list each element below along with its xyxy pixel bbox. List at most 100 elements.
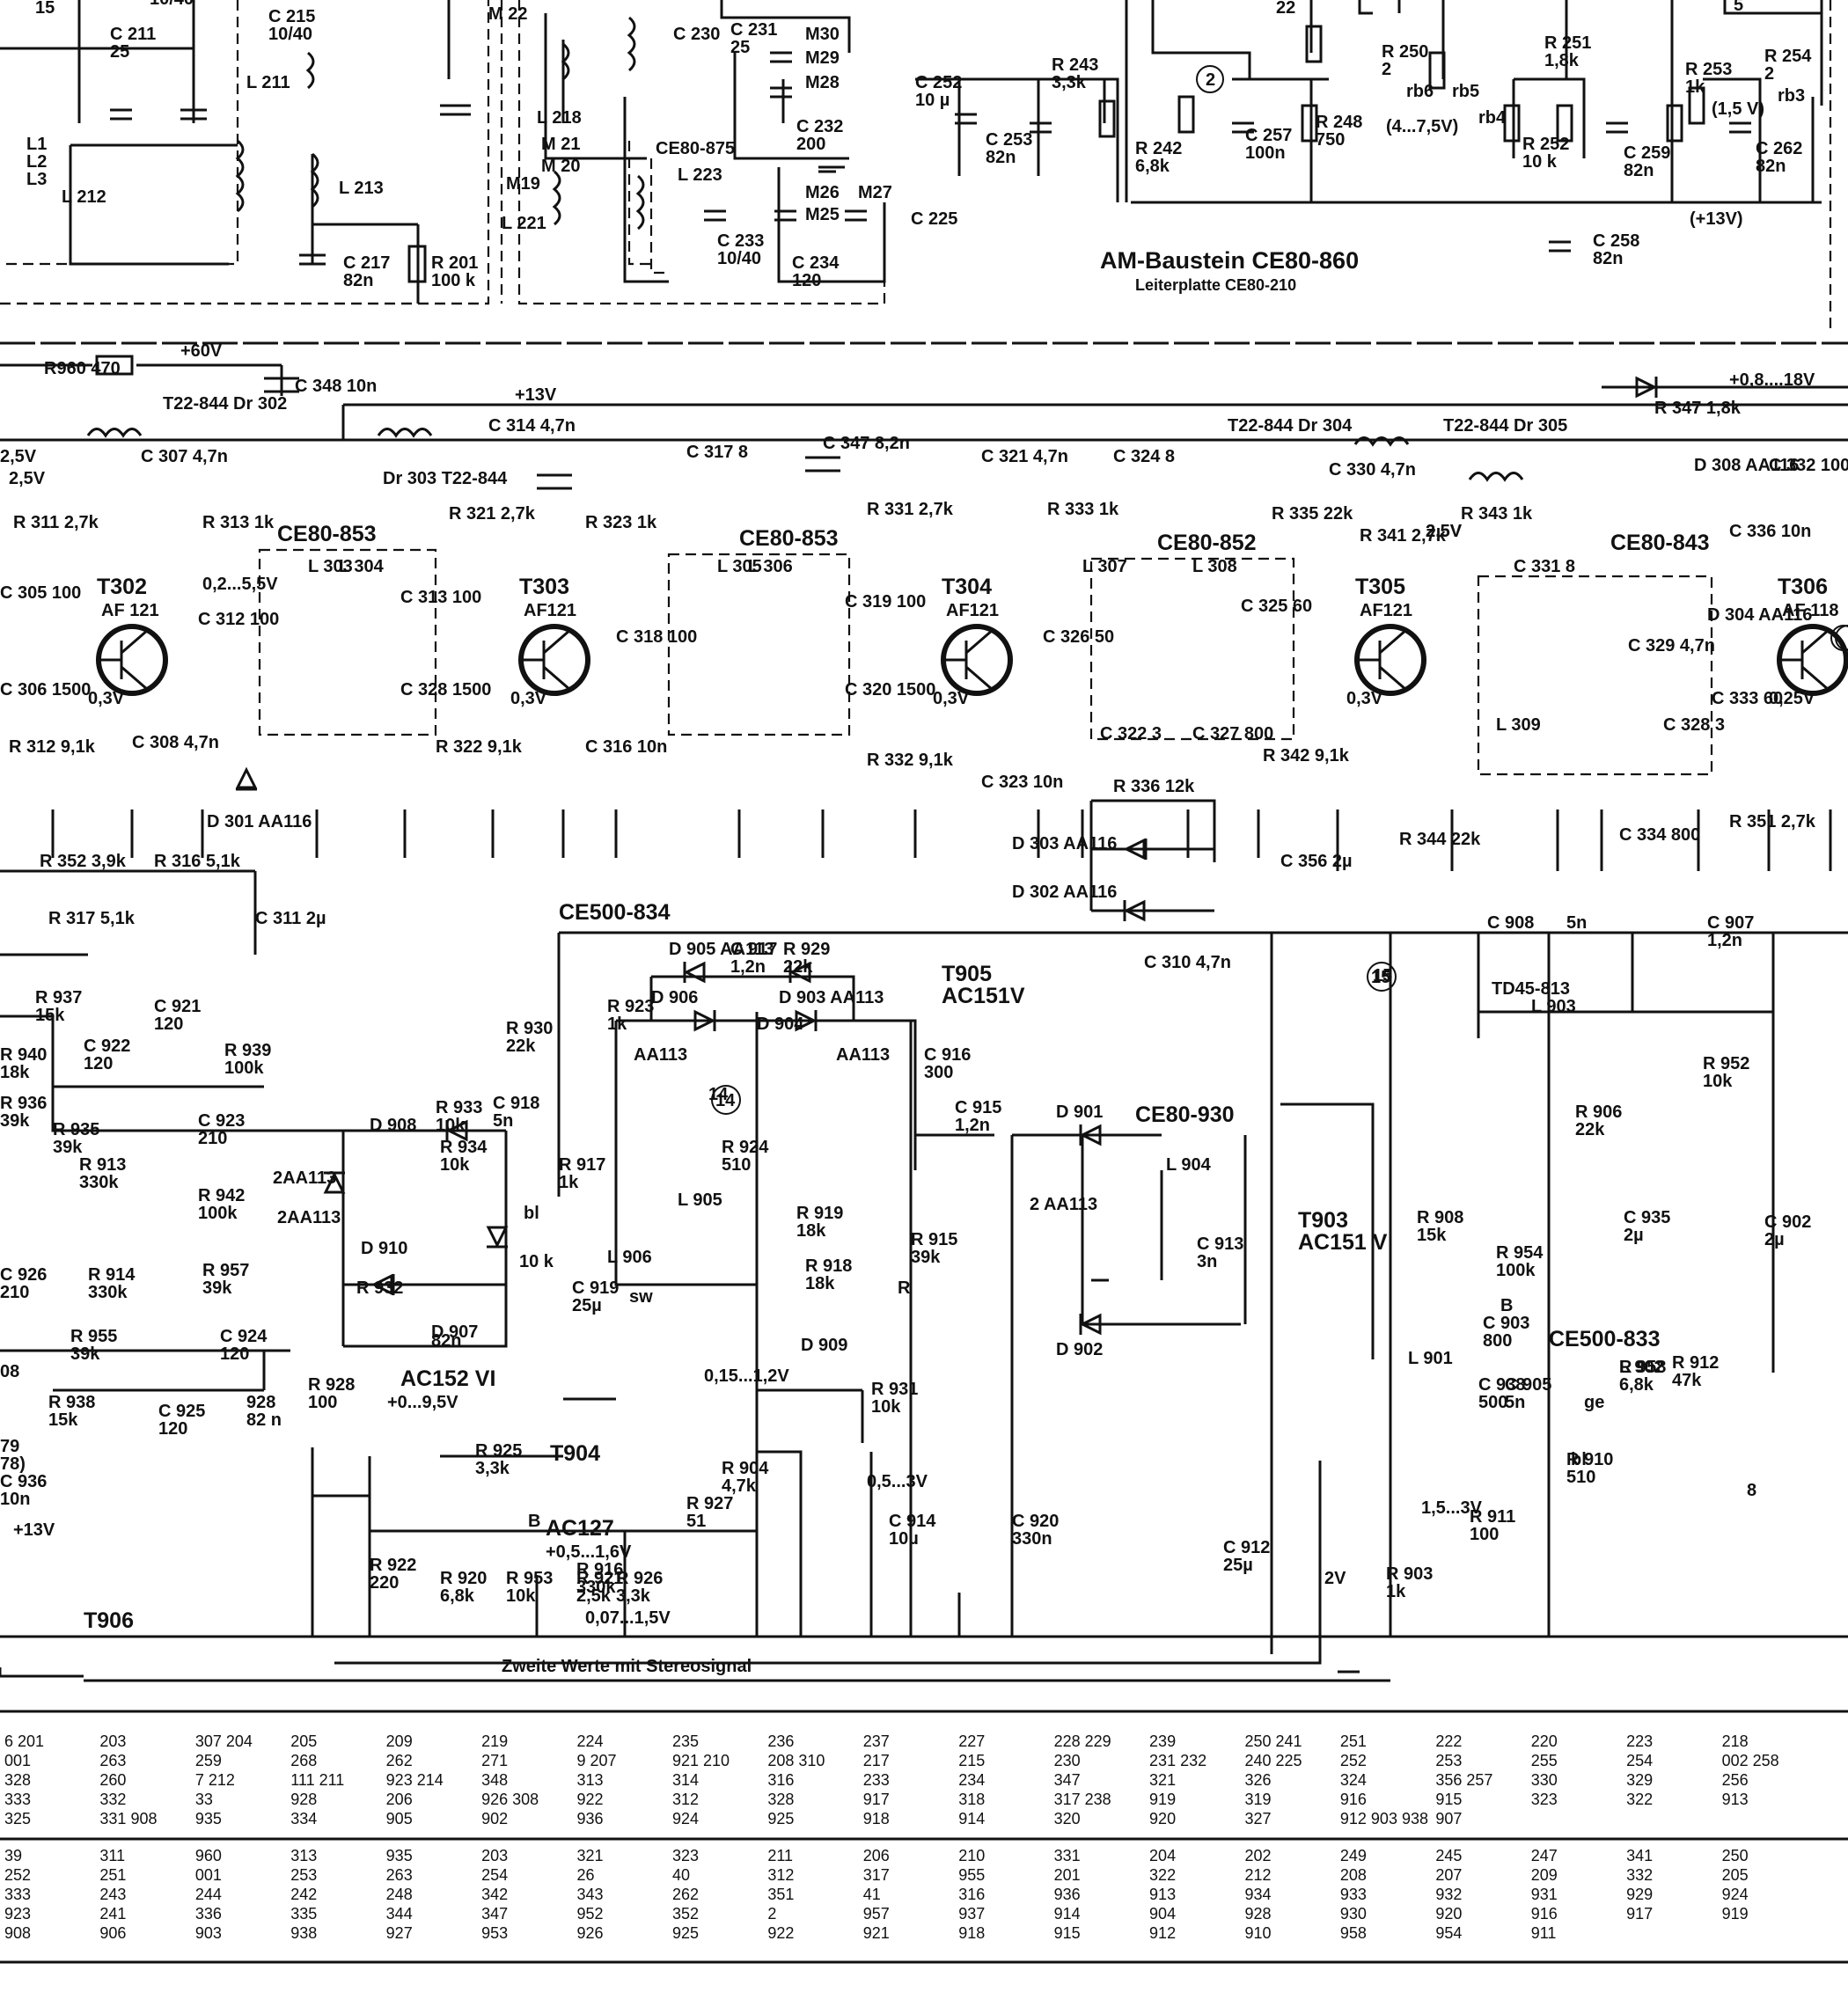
- demod-component-label: 800: [1483, 1331, 1512, 1351]
- position-table-cell: 313: [577, 1771, 604, 1789]
- demod-component-label: R 904: [722, 1459, 769, 1478]
- demod-component-label: C 936: [0, 1472, 47, 1491]
- position-table-cell: 234: [958, 1771, 985, 1789]
- position-table-cell: 958: [1340, 1924, 1367, 1942]
- transistor-bias: 0,3V: [1346, 689, 1383, 708]
- demod-component-label: 10k: [1703, 1072, 1733, 1091]
- demod-component-label: T905: [942, 962, 992, 986]
- demod-component-label: R 930: [506, 1019, 553, 1038]
- demod-component-label: C 907: [1707, 913, 1754, 933]
- position-table-cell: 6 201: [4, 1732, 44, 1750]
- position-table-cell: 907: [1435, 1810, 1462, 1828]
- if-component-label: C 313 100: [400, 588, 481, 607]
- am-component-label: L 212: [62, 187, 106, 207]
- demod-component-label: 2AA113: [277, 1208, 341, 1227]
- demod-component-label: 18k: [796, 1221, 826, 1241]
- supply-voltage: +0,8....18V: [1729, 370, 1815, 390]
- position-table-cell: 260: [99, 1771, 126, 1789]
- demod-component-label: 2,5k: [576, 1586, 612, 1606]
- am-component-label: 5: [1734, 0, 1743, 15]
- if-component-label: D 304 AA116: [1707, 605, 1812, 625]
- if-component-label: T22-844 Dr 302: [163, 394, 287, 414]
- demod-component-label: 2µ: [1764, 1230, 1785, 1249]
- am-component-label: 200: [796, 135, 825, 154]
- demod-component-label: C 912: [1223, 1538, 1270, 1557]
- position-table-cell: 952: [577, 1905, 604, 1923]
- demod-component-label: 120: [158, 1419, 187, 1439]
- position-table-cell: 328: [767, 1791, 794, 1808]
- demod-component-label: +0,5...1,6V: [546, 1542, 632, 1562]
- demod-component-label: 78): [0, 1454, 26, 1474]
- demod-component-label: R 912: [1672, 1353, 1719, 1373]
- if-component-label: R 316 5,1k: [154, 852, 241, 871]
- demod-component-label: 330k: [576, 1578, 616, 1597]
- demod-component-label: R 942: [198, 1186, 245, 1205]
- transistor-ref: T302: [97, 575, 147, 599]
- position-table-cell: 918: [958, 1924, 985, 1942]
- demod-component-label: R 923: [607, 997, 654, 1016]
- position-table-cell: 312: [767, 1866, 794, 1884]
- position-table-cell: 922: [767, 1924, 794, 1942]
- position-table-cell: 919: [1149, 1791, 1176, 1808]
- supply-voltage: +60V: [180, 341, 223, 361]
- position-table-cell: 255: [1531, 1752, 1558, 1769]
- demod-component-label: 6,8k: [440, 1586, 475, 1606]
- demod-component-label: AC151 V: [1298, 1230, 1388, 1255]
- am-component-label: M29: [805, 48, 840, 68]
- demod-component-label: bl: [1571, 1450, 1587, 1469]
- if-component-label: R 352 3,9k: [40, 852, 127, 871]
- demod-component-label: D 907: [431, 1322, 478, 1342]
- demod-component-label: CE500-833: [1549, 1327, 1660, 1351]
- am-component-label: C 215: [268, 7, 315, 26]
- if-component-label: C 328 3: [1663, 715, 1725, 735]
- position-table-cell: 7 212: [195, 1771, 235, 1789]
- position-table-cell: 321: [1149, 1771, 1176, 1789]
- demod-component-label: R 914: [88, 1265, 136, 1285]
- if-component-label: C 322 3: [1100, 724, 1162, 743]
- demod-block: 15 14: [0, 625, 1848, 1682]
- position-table-cell: 922: [577, 1791, 604, 1808]
- position-table-cell: 204: [1149, 1847, 1176, 1864]
- position-table-cell: 209: [386, 1732, 413, 1750]
- demod-component-label: 14: [708, 1085, 729, 1104]
- position-table-cell: 251: [1340, 1732, 1367, 1750]
- demod-component-label: C 921: [154, 997, 201, 1016]
- demod-component-label: T903: [1298, 1208, 1348, 1233]
- position-table-cell: 936: [577, 1810, 604, 1828]
- if-component-label: L 305: [717, 557, 762, 576]
- position-table-cell: 336: [195, 1905, 222, 1923]
- if-component-label: C 314 4,7n: [488, 416, 576, 436]
- demod-component-label: 22k: [783, 957, 813, 977]
- demod-component-label: 0,5...3V: [867, 1472, 928, 1491]
- demod-component-label: R 920: [440, 1569, 487, 1588]
- position-table-cell: 263: [99, 1752, 126, 1769]
- demod-component-label: R 929: [783, 940, 830, 959]
- position-table-cell: 311: [99, 1847, 125, 1864]
- demod-component-label: CE500-834: [559, 900, 671, 925]
- position-table-cell: 212: [1244, 1866, 1271, 1884]
- if-component-label: C 333 60: [1712, 689, 1783, 708]
- position-table-cell: 251: [99, 1866, 126, 1884]
- demod-component-label: 22k: [506, 1036, 536, 1056]
- demod-component-label: R 933: [436, 1098, 482, 1117]
- demod-component-label: D 901: [1056, 1102, 1103, 1122]
- demod-component-label: T906: [84, 1608, 134, 1633]
- position-table-cell: 243: [99, 1886, 126, 1903]
- demod-component-label: 2V: [1324, 1569, 1346, 1588]
- demod-component-label: L 905: [678, 1190, 722, 1210]
- position-table-cell: 222: [1435, 1732, 1462, 1750]
- demod-component-label: CE80-930: [1135, 1102, 1235, 1127]
- position-table-cell: 327: [1244, 1810, 1271, 1828]
- demod-component-label: R 936: [0, 1094, 47, 1113]
- position-table-cell: 923: [4, 1905, 31, 1923]
- transistor-type: AF 121: [101, 601, 159, 620]
- demod-component-label: R 925: [475, 1441, 522, 1461]
- if-component-label: R 335 22k: [1272, 504, 1353, 524]
- position-table-cell: 331 908: [99, 1810, 157, 1828]
- demod-component-label: D 909: [801, 1336, 847, 1355]
- demod-component-label: C 923: [198, 1111, 245, 1131]
- demod-component-label: B: [1500, 1296, 1513, 1315]
- am-component-label: C 231: [730, 20, 777, 40]
- position-table-cell: 320: [1054, 1810, 1081, 1828]
